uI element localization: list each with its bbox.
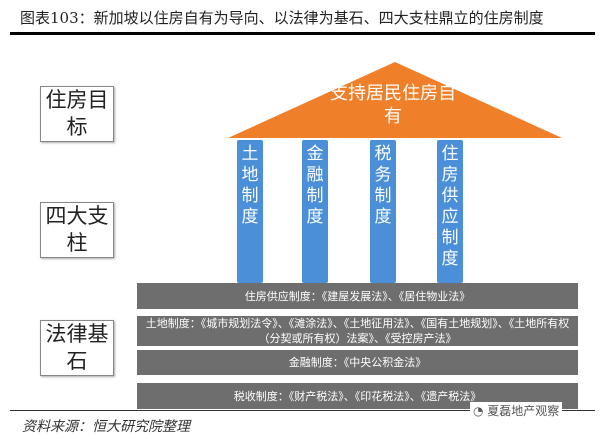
pillar-finance: 金融制度 [302, 140, 328, 283]
roof-shape [228, 62, 562, 138]
source-note: 资料来源：恒大研究院整理 [22, 419, 190, 435]
bottom-divider [10, 410, 595, 411]
roof-text: 支持居民住房自有 [330, 83, 456, 127]
pillar-tax: 税务制度 [370, 140, 396, 283]
title-divider [10, 32, 595, 35]
label-laws: 法律基石 [40, 320, 114, 376]
law-bar-finance: 金融制度：《中央公积金法》 [137, 350, 578, 375]
watermark: ◔ 夏磊地产观察 [470, 402, 563, 419]
figure-title: 图表103：新加坡以住房自有为导向、以法律为基石、四大支柱鼎立的住房制度 [20, 9, 544, 27]
label-goal: 住房目标 [40, 86, 114, 142]
law-bar-housing: 住房供应制度：《建屋发展法》、《居住物业法》 [137, 283, 578, 309]
label-pillars: 四大支柱 [40, 202, 114, 258]
pillar-land: 土地制度 [237, 140, 263, 283]
wechat-icon: ◔ [473, 404, 488, 418]
watermark-text: 夏磊地产观察 [487, 404, 560, 418]
law-bar-land: 土地制度：《城市规划法令》、《滩涂法》、《土地征用法》、《国有土地规划》、《土地… [137, 316, 578, 346]
pillar-housing-supply: 住房供应制度 [437, 140, 463, 283]
